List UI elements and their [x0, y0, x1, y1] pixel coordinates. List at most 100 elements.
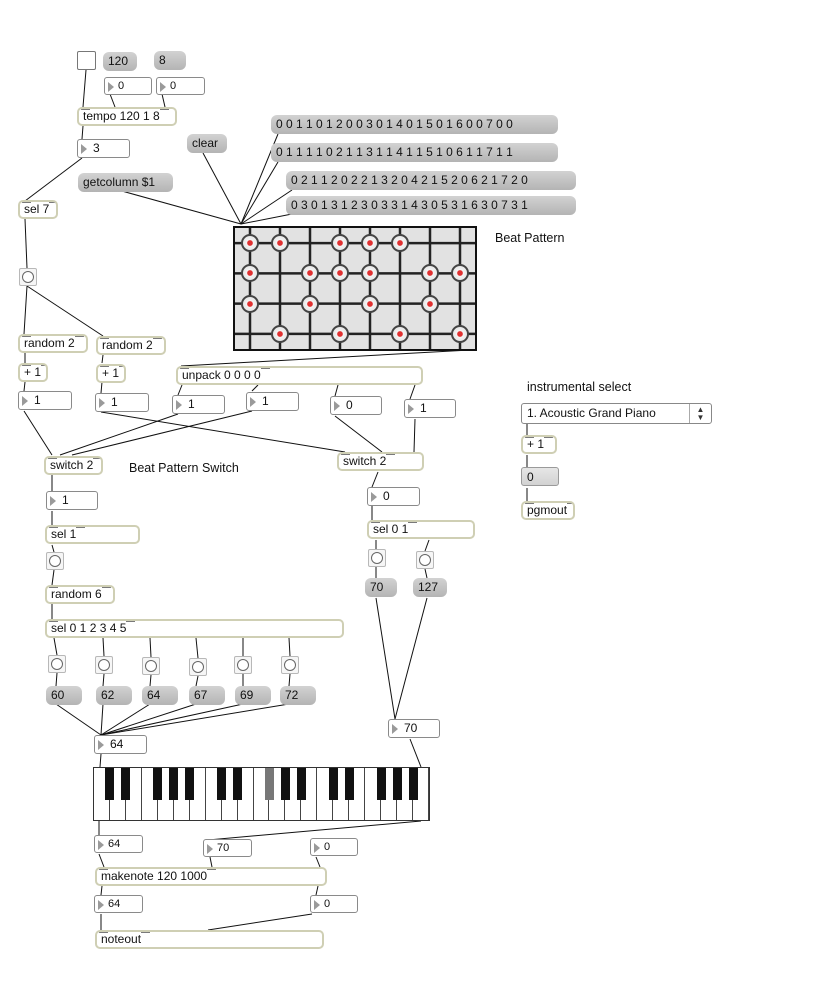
- note-67-message[interactable]: 67: [189, 686, 225, 705]
- program-number-box[interactable]: 0: [521, 467, 559, 486]
- black-key[interactable]: [392, 768, 402, 800]
- matrix-cell-on[interactable]: [331, 264, 349, 283]
- black-key[interactable]: [344, 768, 354, 800]
- black-key[interactable]: [296, 768, 306, 800]
- random-a-number-box[interactable]: 1: [18, 391, 72, 410]
- black-key[interactable]: [328, 768, 338, 800]
- division-number-box[interactable]: 0: [156, 77, 205, 95]
- matrix-cell-on[interactable]: [241, 234, 259, 253]
- plus-1-object-c[interactable]: + 1: [521, 435, 557, 454]
- matrix-cell-on[interactable]: [271, 234, 289, 253]
- matrix-cell-on[interactable]: [421, 294, 439, 313]
- row-4-message[interactable]: 0 3 0 1 3 1 2 3 0 3 3 1 4 3 0 5 3 1 6 3 …: [286, 196, 576, 215]
- note-62-bang[interactable]: [95, 656, 113, 674]
- makenote-object[interactable]: makenote 120 1000: [95, 867, 327, 886]
- black-key[interactable]: [376, 768, 386, 800]
- switch-a-output-number-box[interactable]: 1: [46, 491, 98, 510]
- sel-0-1-object[interactable]: sel 0 1: [367, 520, 475, 539]
- row-3-message[interactable]: 0 2 1 1 2 0 2 2 1 3 2 0 4 2 1 5 2 0 6 2 …: [286, 171, 576, 190]
- note-72-bang[interactable]: [281, 656, 299, 674]
- note-62-message[interactable]: 62: [96, 686, 132, 705]
- row-2-message[interactable]: 0 1 1 1 1 0 2 1 1 3 1 1 4 1 1 5 1 0 6 1 …: [271, 143, 558, 162]
- matrix-cell-on[interactable]: [451, 264, 469, 283]
- note-60-message[interactable]: 60: [46, 686, 82, 705]
- random-b-number-box[interactable]: 1: [95, 393, 149, 412]
- matrix-cell-on[interactable]: [301, 294, 319, 313]
- unpack-out-2-number-box[interactable]: 1: [246, 392, 299, 411]
- duration-in-number-box[interactable]: 0: [310, 838, 358, 856]
- note-72-message[interactable]: 72: [280, 686, 316, 705]
- matrix-cell-on[interactable]: [271, 324, 289, 343]
- noteout-object[interactable]: noteout: [95, 930, 324, 949]
- unpack-out-4-number-box[interactable]: 1: [404, 399, 456, 418]
- unpack-out-1-number-box[interactable]: 1: [172, 395, 225, 414]
- matrix-cell-on[interactable]: [331, 234, 349, 253]
- plus-1-object-b[interactable]: + 1: [96, 364, 126, 383]
- random-2-object-b[interactable]: random 2: [96, 336, 166, 355]
- velocity-in-number-box[interactable]: 70: [203, 839, 252, 857]
- makenote-pitch-number-box[interactable]: 64: [94, 895, 143, 913]
- matrix-cell-on[interactable]: [421, 264, 439, 283]
- velocity-70-message[interactable]: 70: [365, 578, 397, 597]
- row-1-message[interactable]: 0 0 1 1 0 1 2 0 0 3 0 1 4 0 1 5 0 1 6 0 …: [271, 115, 558, 134]
- switch-2-object-a[interactable]: switch 2: [44, 456, 103, 475]
- black-key[interactable]: [121, 768, 131, 800]
- tempo-object[interactable]: tempo 120 1 8: [77, 107, 177, 126]
- unpack-object[interactable]: unpack 0 0 0 0: [176, 366, 423, 385]
- pgmout-object[interactable]: pgmout: [521, 501, 575, 520]
- switch-b-output-number-box[interactable]: 0: [367, 487, 420, 506]
- note-64-message[interactable]: 64: [142, 686, 178, 705]
- matrix-cell-on[interactable]: [361, 294, 379, 313]
- matrix-cell-on[interactable]: [391, 324, 409, 343]
- random-2-object-a[interactable]: random 2: [18, 334, 88, 353]
- matrix-cell-on[interactable]: [451, 324, 469, 343]
- makenote-velocity-number-box[interactable]: 0: [310, 895, 358, 913]
- getcolumn-message[interactable]: getcolumn $1: [78, 173, 173, 192]
- tempo-output-number-box[interactable]: 3: [77, 139, 130, 158]
- black-key[interactable]: [264, 768, 274, 800]
- velocity-low-bang[interactable]: [368, 549, 386, 567]
- black-key[interactable]: [185, 768, 195, 800]
- note-60-bang[interactable]: [48, 655, 66, 673]
- note-69-bang[interactable]: [234, 656, 252, 674]
- matrix-cell-on[interactable]: [361, 264, 379, 283]
- random-6-object[interactable]: random 6: [45, 585, 115, 604]
- sel7-bang[interactable]: [19, 268, 37, 286]
- sel-012345-object[interactable]: sel 0 1 2 3 4 5: [45, 619, 344, 638]
- velocity-127-message[interactable]: 127: [413, 578, 447, 597]
- black-key[interactable]: [217, 768, 227, 800]
- matrix-cell-on[interactable]: [241, 264, 259, 283]
- instrument-menu[interactable]: 1. Acoustic Grand Piano ▲▼: [521, 403, 712, 424]
- note-number-box[interactable]: 64: [94, 735, 147, 754]
- tempo-number-box[interactable]: 0: [104, 77, 152, 95]
- unpack-out-3-number-box[interactable]: 0: [330, 396, 382, 415]
- division-message[interactable]: 8: [154, 51, 186, 70]
- matrix-cell-on[interactable]: [361, 234, 379, 253]
- matrix-cell-on[interactable]: [331, 324, 349, 343]
- beat-pattern-matrix[interactable]: [233, 226, 477, 351]
- velocity-high-bang[interactable]: [416, 551, 434, 569]
- sel-1-object[interactable]: sel 1: [45, 525, 140, 544]
- black-key[interactable]: [153, 768, 163, 800]
- note-69-message[interactable]: 69: [235, 686, 271, 705]
- black-key[interactable]: [169, 768, 179, 800]
- switch-2-object-b[interactable]: switch 2: [337, 452, 424, 471]
- note-64-bang[interactable]: [142, 657, 160, 675]
- matrix-cell-on[interactable]: [241, 294, 259, 313]
- black-key[interactable]: [105, 768, 115, 800]
- black-key[interactable]: [280, 768, 290, 800]
- tempo-message[interactable]: 120: [103, 52, 137, 71]
- pitch-in-number-box[interactable]: 64: [94, 835, 143, 853]
- clear-message[interactable]: clear: [187, 134, 227, 153]
- matrix-cell-on[interactable]: [391, 234, 409, 253]
- kslider-keyboard[interactable]: [93, 767, 430, 821]
- note-67-bang[interactable]: [189, 658, 207, 676]
- velocity-number-box[interactable]: 70: [388, 719, 440, 738]
- sel-7-object[interactable]: sel 7: [18, 200, 58, 219]
- metro-toggle[interactable]: [77, 51, 96, 70]
- black-key[interactable]: [233, 768, 243, 800]
- sel1-bang[interactable]: [46, 552, 64, 570]
- black-key[interactable]: [408, 768, 418, 800]
- matrix-cell-on[interactable]: [301, 264, 319, 283]
- plus-1-object-a[interactable]: + 1: [18, 363, 48, 382]
